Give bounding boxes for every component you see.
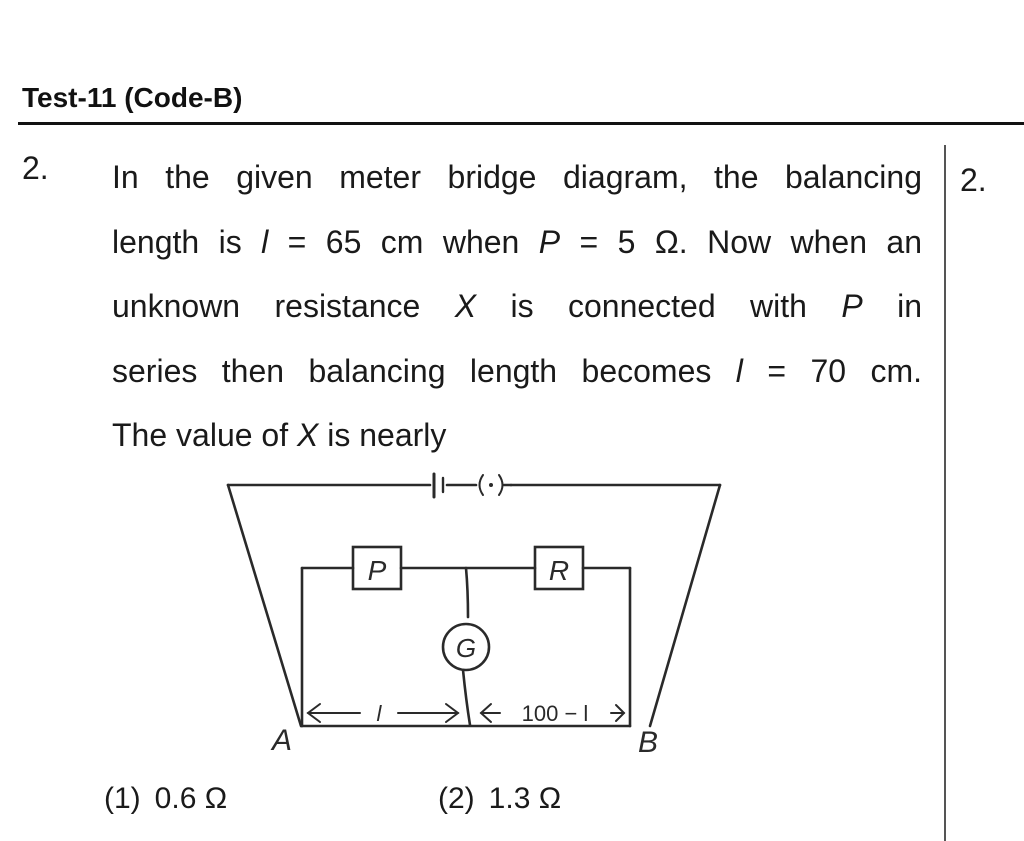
test-header-title: Test-11 (Code-B) — [22, 82, 243, 113]
header-divider — [18, 122, 1024, 125]
left-slant-wire — [226, 483, 303, 728]
right-slant-wire — [648, 483, 722, 728]
question-number-right-column: 2. — [960, 162, 987, 198]
variable-symbol: l — [735, 352, 743, 389]
question-text-line: The value of X is nearly — [112, 417, 447, 453]
resistor-r-label: R — [549, 555, 569, 586]
option-2-number: (2) — [438, 782, 475, 815]
arrowhead-rest-left — [479, 703, 492, 723]
question-text-line: series then balancing length becomes l =… — [112, 352, 923, 389]
resistor-p-label: P — [368, 555, 387, 586]
galvanometer-upper-wire — [464, 566, 470, 619]
column-divider — [944, 145, 946, 841]
key-right-paren — [498, 474, 504, 496]
end-a-label: A — [270, 724, 292, 757]
arrowhead-rest-right — [615, 704, 626, 722]
variable-symbol: X — [297, 417, 319, 453]
length-rest-label: 100 − l — [522, 701, 589, 726]
variable-symbol: P — [841, 288, 863, 324]
option-2-value: 1.3 Ω — [488, 782, 562, 815]
end-b-label: B — [638, 726, 658, 759]
variable-symbol: l — [261, 223, 269, 260]
length-l-label: l — [377, 701, 383, 726]
question-text-line: In the given meter bridge diagram, the b… — [112, 159, 922, 195]
arrowhead-right — [445, 703, 460, 723]
option-1[interactable]: (1) 0.6 Ω — [104, 782, 227, 816]
variable-symbol: P — [538, 223, 561, 260]
variable-symbol: X — [454, 288, 477, 324]
option-1-value: 0.6 Ω — [154, 782, 228, 815]
arrowhead-left — [306, 703, 321, 723]
option-1-number: (1) — [104, 782, 141, 815]
key-dot — [489, 483, 493, 487]
question-text-line: unknown resistance X is connected with P… — [112, 288, 923, 324]
option-2[interactable]: (2) 1.3 Ω — [438, 782, 561, 816]
jockey-wire — [461, 668, 472, 727]
key-left-paren — [478, 474, 484, 496]
question-number: 2. — [22, 150, 49, 186]
meter-bridge-diagram: P R G A B l 100 − l — [200, 460, 740, 760]
galvanometer-circle — [441, 622, 491, 672]
question-text: In the given meter bridge diagram, the b… — [112, 145, 922, 468]
question-text-line: length is l = 65 cm when P = 5 Ω. Now wh… — [112, 223, 923, 260]
galvanometer-label: G — [456, 633, 476, 663]
